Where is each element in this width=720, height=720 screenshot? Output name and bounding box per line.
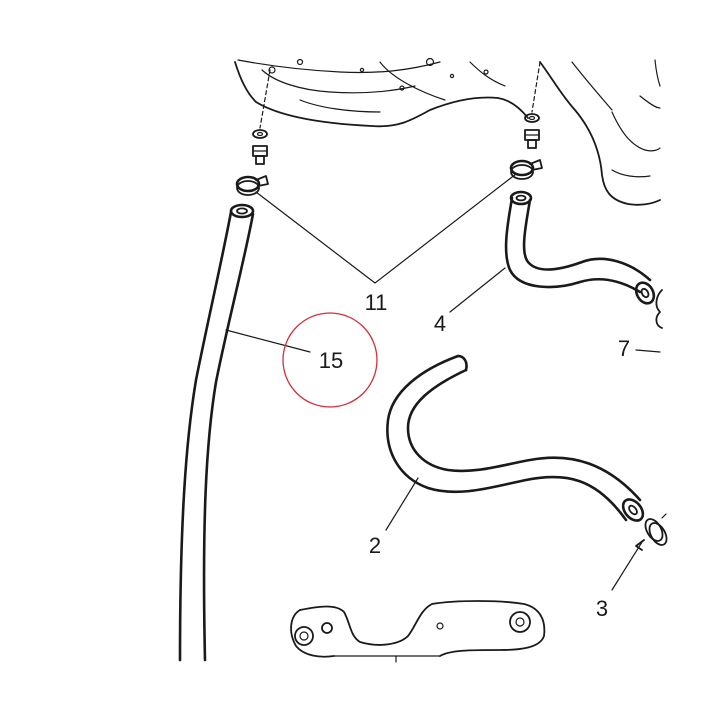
hose-2 xyxy=(386,354,645,522)
hose-4 xyxy=(504,190,656,305)
hose-clamp-right xyxy=(509,159,543,180)
engine-housing xyxy=(234,57,661,206)
leader-4 xyxy=(449,267,506,313)
hose-clamp-left xyxy=(235,175,269,196)
leader-7 xyxy=(635,349,661,353)
fastener-left xyxy=(252,69,271,165)
callout-11: 11 xyxy=(365,290,388,315)
leader-lines xyxy=(225,173,661,591)
leader-2 xyxy=(385,477,419,531)
leader-11 xyxy=(255,173,517,284)
leader-15 xyxy=(225,329,311,353)
hose-15 xyxy=(178,203,255,662)
callout-3: 3 xyxy=(596,596,608,621)
connector-edge xyxy=(655,289,663,329)
callout-15: 15 xyxy=(319,348,343,373)
mounting-bracket xyxy=(290,600,546,663)
highlight-circle xyxy=(282,312,378,408)
callout-7: 7 xyxy=(618,336,630,361)
fastener-right xyxy=(524,61,541,149)
callout-4: 4 xyxy=(434,311,446,336)
callout-2: 2 xyxy=(369,533,381,558)
leader-3 xyxy=(611,541,643,591)
